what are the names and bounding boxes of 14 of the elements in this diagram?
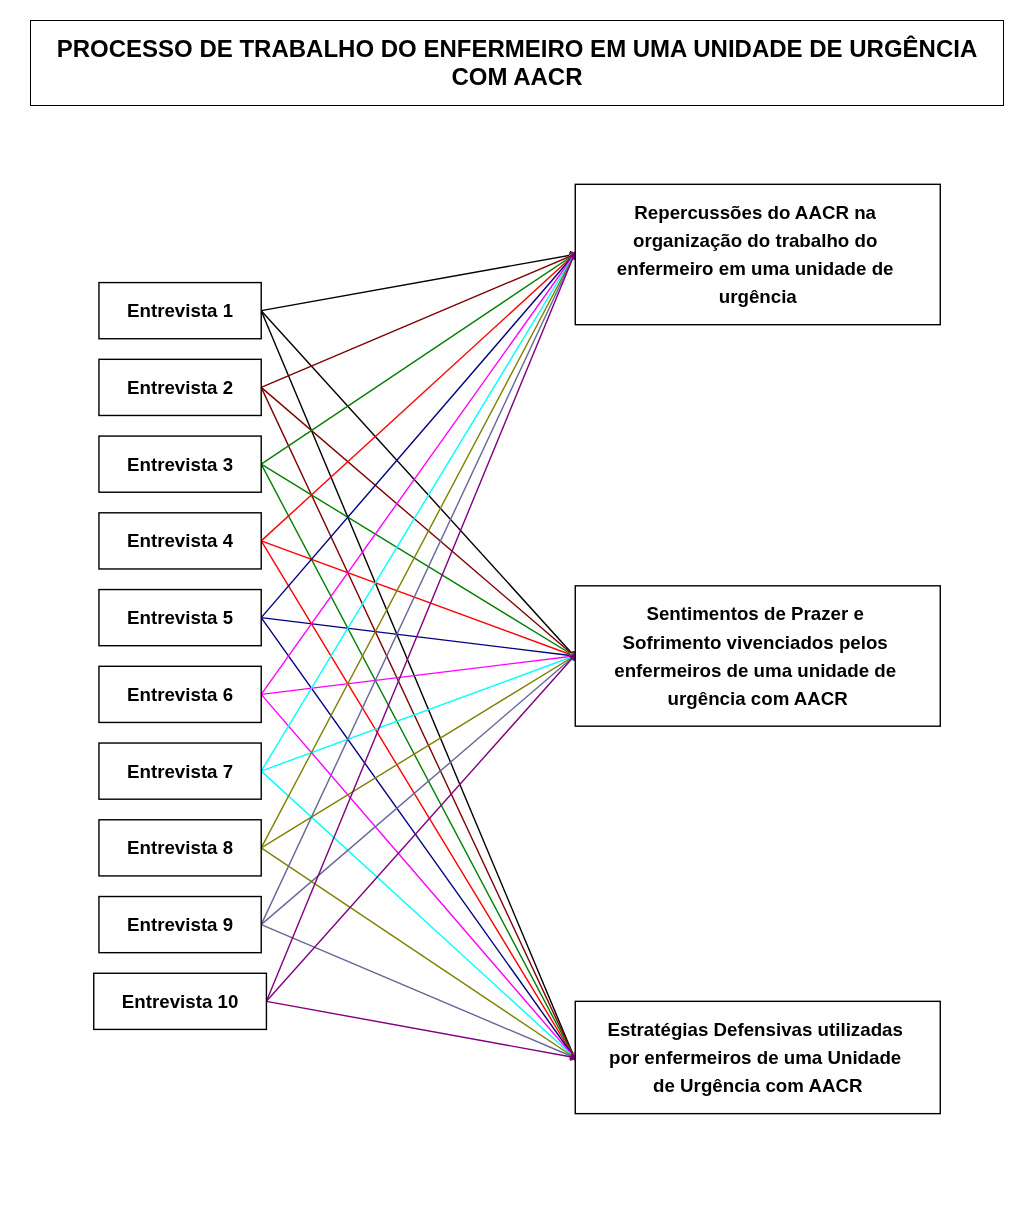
node-box: Entrevista 7 <box>98 742 262 800</box>
title: PROCESSO DE TRABALHO DO ENFERMEIRO EM UMA UNIDADE DE URGÊNCIA COM AACR <box>30 20 1004 106</box>
node-box: Entrevista 2 <box>98 358 262 417</box>
node-box: Entrevista 4 <box>98 512 262 570</box>
node-box: Entrevista 5 <box>98 588 262 647</box>
node-box: Entrevista 1 <box>98 281 262 340</box>
node-box: Entrevista 3 <box>98 435 262 493</box>
node-box: Entrevista 9 <box>98 895 262 954</box>
node-box: Repercussões do AACR na organização do trabalho do enfermeiro em uma unidade de urgência <box>574 183 941 326</box>
node-box: Entrevista 6 <box>98 665 262 724</box>
node-box: Estratégias Defensivas utilizadas por enfermeiros de uma Unidade de Urgência com AACR <box>574 1000 941 1115</box>
node-box: Entrevista 8 <box>98 819 262 877</box>
node-box: Entrevista 10 <box>93 972 268 1031</box>
node-box: Sentimentos de Prazer e Sofrimento vivenciados pelos enfermeiros de uma unidade de urgência com AACR <box>574 585 941 727</box>
